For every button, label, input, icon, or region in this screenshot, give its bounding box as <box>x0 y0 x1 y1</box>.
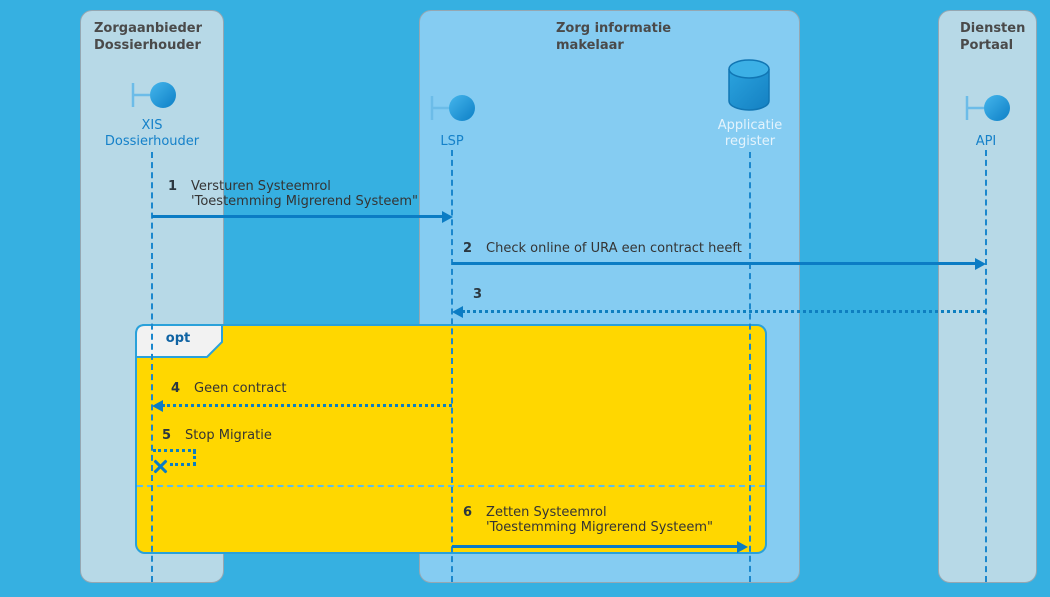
message-4-label: 4 Geen contract <box>171 381 286 396</box>
message-1-number: 1 <box>168 179 178 194</box>
message-6-text: Zetten Systeemrol 'Toestemming Migrerend… <box>486 505 714 535</box>
message-3-arrowhead <box>452 306 463 318</box>
message-6-arrow <box>452 545 738 548</box>
message-1-text: Versturen Systeemrol 'Toestemming Migrer… <box>191 179 419 209</box>
message-6-label: 6 Zetten Systeemrol 'Toestemming Migrere… <box>463 505 713 535</box>
actor-label-xis-dossierhouder: XIS Dossierhouder <box>104 118 200 149</box>
lifeline-xis-dossierhouder <box>151 152 153 582</box>
message-2-arrowhead <box>975 258 986 270</box>
message-5-number: 5 <box>162 428 172 443</box>
message-5-text: Stop Migratie <box>185 428 272 443</box>
message-6-arrowhead <box>737 541 748 553</box>
lifeline-api <box>985 150 987 582</box>
panel-title-zorgaanbieder: Zorgaanbieder Dossierhouder <box>94 21 202 53</box>
message-5-self-side <box>193 451 196 465</box>
message-2-arrow <box>452 262 976 265</box>
panel-title-diensten-portaal: Diensten Portaal <box>960 21 1026 53</box>
message-4-arrowhead <box>152 400 163 412</box>
message-1-arrow <box>152 215 444 218</box>
message-5-label: 5 Stop Migratie <box>162 428 272 443</box>
message-4-number: 4 <box>171 381 181 396</box>
message-2-text: Check online of URA een contract heeft <box>486 241 742 256</box>
boundary-actor-icon-xis <box>131 82 176 108</box>
message-2-number: 2 <box>463 241 473 256</box>
message-5-stop-x-icon <box>152 458 169 475</box>
message-5-self-bottom <box>170 463 196 466</box>
message-3-number: 3 <box>473 287 483 302</box>
message-4-text: Geen contract <box>194 381 287 396</box>
message-5-self-top <box>153 449 196 452</box>
message-3-label: 3 <box>473 287 496 302</box>
actor-label-api: API <box>975 134 997 149</box>
boundary-actor-icon-api <box>965 95 1010 121</box>
message-2-label: 2 Check online of URA een contract heeft <box>463 241 742 256</box>
message-1-label: 1 Versturen Systeemrol 'Toestemming Migr… <box>168 179 418 209</box>
message-4-arrow <box>162 404 452 407</box>
opt-fragment-tab: opt <box>135 324 227 364</box>
actor-label-lsp: LSP <box>440 134 464 149</box>
message-1-arrowhead <box>442 211 453 223</box>
database-icon-applicatie-register <box>728 59 770 111</box>
lifeline-applicatie-register <box>749 152 751 582</box>
lifeline-lsp <box>451 150 453 582</box>
message-3-arrow <box>462 310 986 313</box>
opt-tab-shape <box>135 324 223 358</box>
message-6-number: 6 <box>463 505 473 520</box>
opt-label: opt <box>165 331 191 346</box>
panel-title-makelaar: Zorg informatie makelaar <box>556 21 672 53</box>
boundary-actor-icon-lsp <box>430 95 475 121</box>
actor-label-applicatie-register: Applicatie register <box>717 118 783 149</box>
